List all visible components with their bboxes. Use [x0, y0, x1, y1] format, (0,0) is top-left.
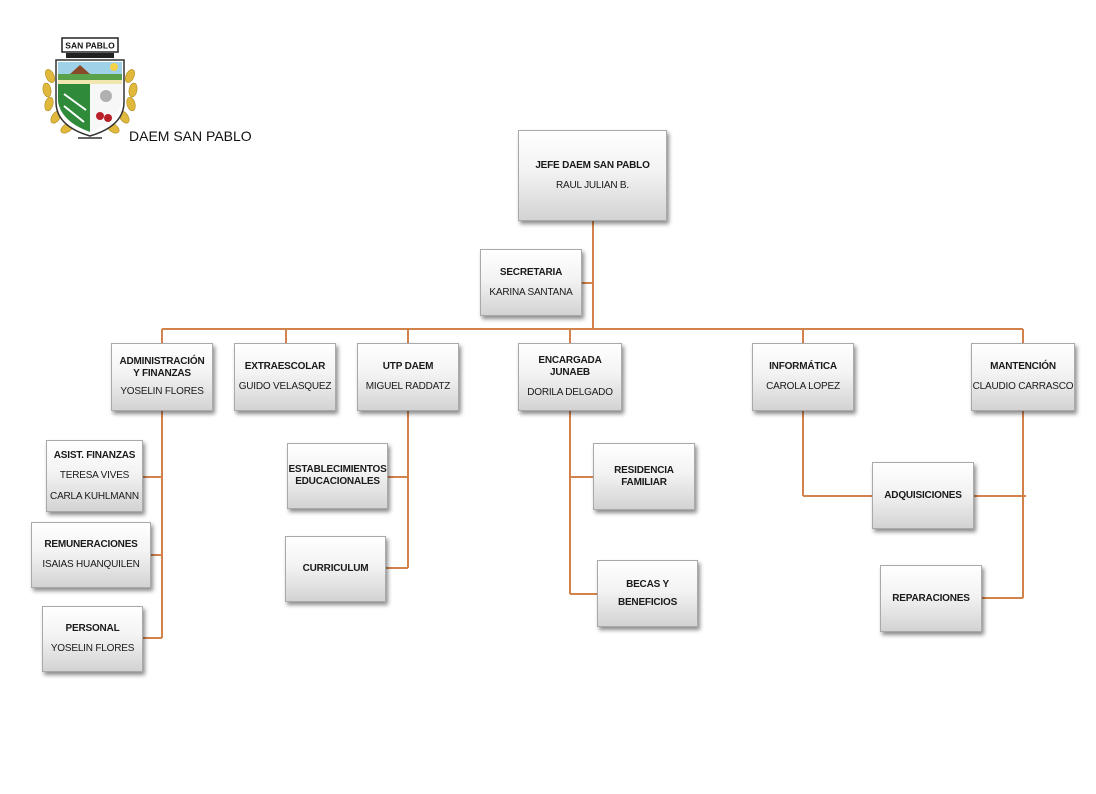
admin-name: YOSELIN FLORES	[120, 386, 204, 397]
extraescolar-name: GUIDO VELASQUEZ	[238, 381, 332, 392]
residencia-title: RESIDENCIA FAMILIAR	[614, 464, 674, 488]
mantencion-title: MANTENCIÓN	[990, 361, 1056, 372]
secretary-title: SECRETARIA	[499, 266, 563, 278]
utp-box: UTP DAEM MIGUEL RADDATZ	[357, 343, 459, 411]
residencia-box: RESIDENCIA FAMILIAR	[593, 443, 695, 510]
mantencion-name: CLAUDIO CARRASCO	[972, 381, 1074, 392]
asist-finanzas-box: ASIST. FINANZAS TERESA VIVES CARLA KUHLM…	[46, 440, 143, 512]
remuneraciones-title: REMUNERACIONES	[44, 539, 138, 550]
chief-title: JEFE DAEM SAN PABLO	[535, 159, 650, 171]
extraescolar-title: EXTRAESCOLAR	[244, 361, 326, 372]
adquisiciones-box: ADQUISICIONES	[872, 462, 974, 529]
establecimientos-title: ESTABLECIMIENTOS EDUCACIONALES	[288, 464, 387, 487]
becas-box: BECAS Y BENEFICIOS	[597, 560, 698, 627]
chief-name: RAUL JULIAN B.	[556, 179, 629, 191]
informatica-name: CAROLA LOPEZ	[766, 381, 840, 392]
reparaciones-box: REPARACIONES	[880, 565, 982, 632]
remuneraciones-name: ISAIAS HUANQUILEN	[42, 559, 140, 570]
admin-box: ADMINISTRACIÓN Y FINANZAS YOSELIN FLORES	[111, 343, 213, 411]
personal-name: YOSELIN FLORES	[50, 643, 135, 654]
asist-finanzas-title: ASIST. FINANZAS	[53, 449, 136, 461]
becas-title: BECAS Y BENEFICIOS	[617, 578, 678, 608]
asist-finanzas-name-2: CARLA KUHLMANN	[50, 490, 139, 502]
informatica-title: INFORMÁTICA	[769, 361, 837, 372]
adquisiciones-title: ADQUISICIONES	[884, 489, 962, 501]
junaeb-box: ENCARGADA JUNAEB DORILA DELGADO	[518, 343, 622, 411]
establecimientos-box: ESTABLECIMIENTOS EDUCACIONALES	[287, 443, 388, 509]
asist-finanzas-name-1: TERESA VIVES	[59, 469, 130, 481]
curriculum-box: CURRICULUM	[285, 536, 386, 602]
utp-name: MIGUEL RADDATZ	[365, 381, 451, 392]
chief-box: JEFE DAEM SAN PABLO RAUL JULIAN B.	[518, 130, 667, 221]
informatica-box: INFORMÁTICA CAROLA LOPEZ	[752, 343, 854, 411]
reparaciones-title: REPARACIONES	[892, 592, 970, 604]
mantencion-box: MANTENCIÓN CLAUDIO CARRASCO	[971, 343, 1075, 411]
junaeb-name: DORILA DELGADO	[527, 387, 613, 398]
org-name-label: DAEM SAN PABLO	[129, 128, 252, 144]
personal-title: PERSONAL	[65, 623, 120, 634]
logo-banner-text: SAN PABLO	[65, 41, 115, 51]
utp-title: UTP DAEM	[382, 361, 434, 372]
secretary-box: SECRETARIA KARINA SANTANA	[480, 249, 582, 316]
extraescolar-box: EXTRAESCOLAR GUIDO VELASQUEZ	[234, 343, 336, 411]
secretary-name: KARINA SANTANA	[489, 286, 573, 298]
personal-box: PERSONAL YOSELIN FLORES	[42, 606, 143, 672]
san-pablo-crest-logo: SAN PABLO	[42, 37, 138, 139]
admin-title: ADMINISTRACIÓN Y FINANZAS	[119, 356, 205, 379]
remuneraciones-box: REMUNERACIONES ISAIAS HUANQUILEN	[31, 522, 151, 588]
junaeb-title: ENCARGADA JUNAEB	[538, 355, 602, 378]
curriculum-title: CURRICULUM	[302, 563, 369, 574]
